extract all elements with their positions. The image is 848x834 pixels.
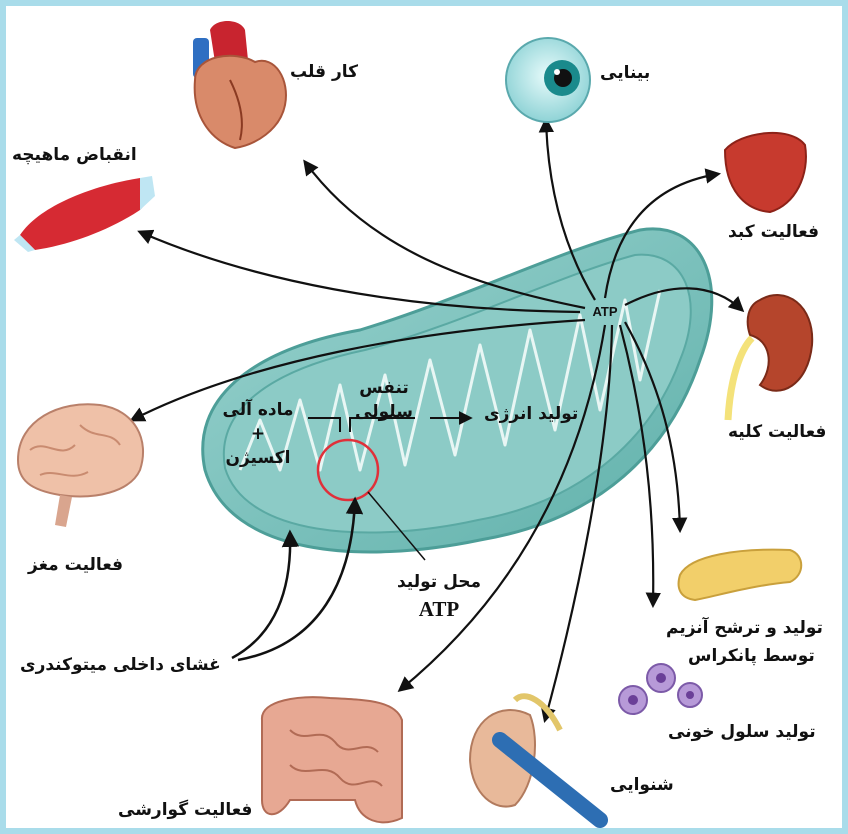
atp-center-label: ATP [592,304,617,319]
vision-label: بینایی [600,63,650,83]
atp-site-label-line1: محل تولید [394,572,484,592]
pancreas-icon [679,550,802,600]
input-label-line2: اکسیژن [208,448,308,468]
input-label-line1: ماده آلی [208,400,308,420]
heart-icon [193,21,286,148]
eye-icon [506,38,590,122]
output-label: تولید انرژی [484,404,578,424]
intestine-icon [262,697,402,822]
process-label-line1: تنفس [344,378,424,398]
heart-label: کار قلب [290,62,358,82]
liver-icon [725,133,806,212]
blood-cell-icon [619,664,702,714]
hearing-label: شنوایی [610,775,674,795]
brain-label: فعالیت مغز [28,555,123,575]
process-label-line2: سلولی [344,402,424,422]
inner-membrane-label: غشای داخلی میتوکندری [20,655,221,675]
pancreas-label-line2: توسط پانکراس [688,646,815,666]
liver-label: فعالیت کبد [728,222,819,242]
kidney-label: فعالیت کلیه [728,422,826,442]
muscle-icon [14,176,155,252]
atp-site-label-line2: ATP [394,597,484,622]
blood-label: تولید سلول خونی [668,722,816,742]
brain-icon [18,404,143,527]
muscle-label: انقباض ماهیچه [12,145,137,165]
pancreas-label-line1: تولید و ترشح آنزیم [666,618,823,638]
kidney-icon [728,295,812,420]
input-plus: + [208,424,308,444]
ear-icon [470,696,600,820]
digestion-label: فعالیت گوارشی [118,800,252,820]
